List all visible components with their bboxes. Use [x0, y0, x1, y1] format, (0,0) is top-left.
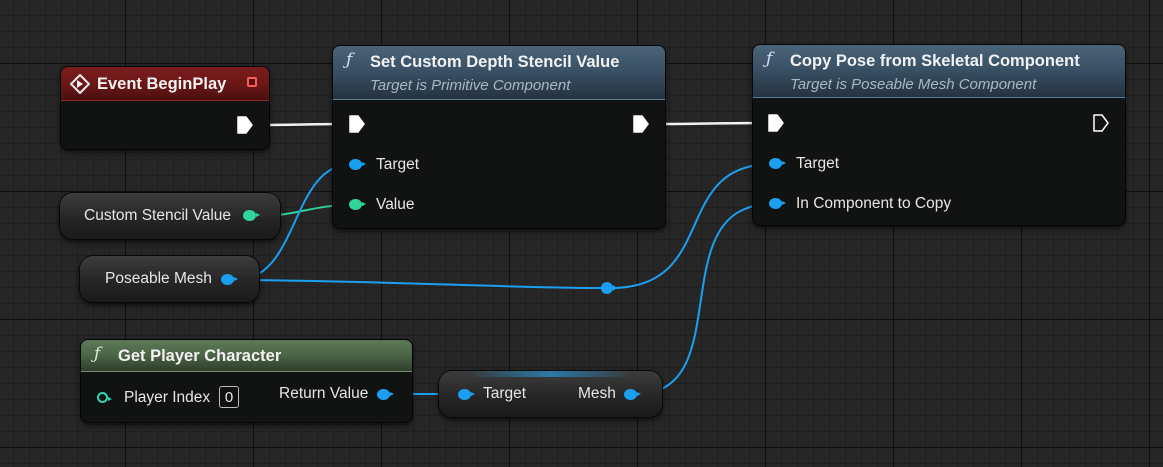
- player-index-input[interactable]: 0: [219, 386, 239, 408]
- exec-wire-set-to-copy: [649, 121, 767, 126]
- player-index-pin[interactable]: [97, 392, 112, 403]
- in-component-to-copy-label: In Component to Copy: [796, 195, 952, 212]
- copy-pose-header[interactable]: [753, 45, 1125, 98]
- reroute-knot: [601, 282, 613, 294]
- poseable-mesh-pin[interactable]: [221, 274, 238, 285]
- exec-out-pin-unconnected[interactable]: [1093, 114, 1109, 132]
- target-pin[interactable]: [349, 159, 366, 170]
- target-pin[interactable]: [769, 158, 786, 169]
- poseable-mesh-label: Poseable Mesh: [105, 270, 212, 287]
- mesh-getter-node[interactable]: Target Mesh: [439, 371, 662, 417]
- target-label: Target: [796, 155, 840, 172]
- get-player-character-node[interactable]: ƒ Get Player Character Player Index 0 Re…: [81, 340, 412, 422]
- set-custom-depth-stencil-node[interactable]: ƒ Set Custom Depth Stencil Value Target …: [333, 46, 665, 228]
- copy-pose-node[interactable]: ƒ Copy Pose from Skeletal Component Targ…: [753, 45, 1125, 225]
- object-wire-mesh-to-reroute: [235, 279, 608, 289]
- copy-pose-title: Copy Pose from Skeletal Component: [790, 52, 1080, 70]
- mesh-getter-target-pin[interactable]: [458, 389, 475, 400]
- event-beginplay-header[interactable]: [61, 67, 269, 101]
- custom-stencil-value-pin[interactable]: [243, 210, 260, 221]
- mesh-getter-mesh-label: Mesh: [578, 385, 616, 402]
- exec-in-pin[interactable]: [768, 114, 784, 132]
- mesh-getter-target-label: Target: [483, 385, 527, 402]
- return-value-label: Return Value: [279, 385, 369, 402]
- player-index-label: Player Index: [124, 389, 211, 406]
- target-label: Target: [376, 156, 420, 173]
- get-player-character-header[interactable]: [81, 340, 412, 372]
- event-diamond-icon: [70, 74, 90, 94]
- event-beginplay-node[interactable]: Event BeginPlay: [61, 67, 269, 149]
- object-wire-mesh-to-in-component: [635, 203, 773, 395]
- custom-stencil-value-label: Custom Stencil Value: [84, 207, 232, 224]
- function-icon: ƒ: [94, 344, 101, 364]
- exec-in-pin[interactable]: [349, 115, 365, 133]
- value-label: Value: [376, 196, 415, 213]
- get-player-character-title: Get Player Character: [118, 347, 282, 365]
- value-pin[interactable]: [349, 199, 366, 210]
- function-icon: ƒ: [766, 49, 773, 69]
- function-icon: ƒ: [346, 50, 353, 70]
- exec-out-pin[interactable]: [633, 115, 649, 133]
- poseable-mesh-variable[interactable]: Poseable Mesh: [80, 256, 259, 302]
- return-value-pin[interactable]: [377, 389, 394, 400]
- custom-stencil-value-variable[interactable]: Custom Stencil Value: [60, 193, 280, 239]
- exec-out-pin[interactable]: [237, 116, 253, 134]
- mesh-getter-mesh-pin[interactable]: [624, 389, 641, 400]
- event-beginplay-title: Event BeginPlay: [97, 75, 227, 93]
- set-custom-depth-header[interactable]: [333, 46, 665, 100]
- stop-icon: [247, 77, 257, 87]
- set-custom-depth-title: Set Custom Depth Stencil Value: [370, 53, 620, 71]
- set-custom-depth-subtitle: Target is Primitive Component: [370, 77, 571, 94]
- copy-pose-subtitle: Target is Poseable Mesh Component: [790, 76, 1037, 93]
- in-component-to-copy-pin[interactable]: [769, 198, 786, 209]
